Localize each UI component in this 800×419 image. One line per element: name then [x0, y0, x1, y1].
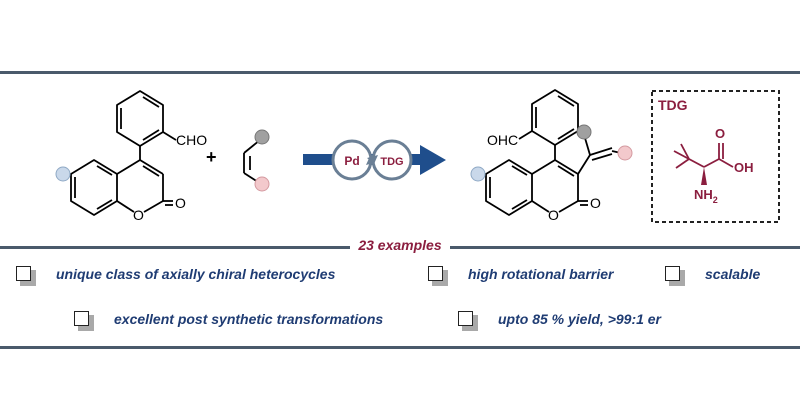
- substituent-sphere-blue: [55, 166, 71, 182]
- ring-oxygen-label: O: [133, 207, 144, 223]
- examples-count: 23 examples: [0, 237, 800, 253]
- feature-item: unique class of axially chiral heterocyc…: [16, 266, 336, 286]
- feature-item: scalable: [665, 266, 761, 286]
- product-carbonyl-oxygen-label: O: [590, 195, 601, 211]
- substituent-sphere-grey: [254, 129, 270, 145]
- feature-item: high rotational barrier: [428, 266, 614, 286]
- ohc-label: OHC: [487, 132, 518, 148]
- product-sphere-pink: [617, 145, 633, 161]
- cho-label: CHO: [176, 132, 207, 148]
- feature-item: excellent post synthetic transformations: [74, 311, 384, 331]
- feature-text: upto 85 % yield, >99:1 er: [498, 311, 662, 327]
- checkbox-icon: [16, 266, 36, 286]
- feature-text: unique class of axially chiral heterocyc…: [56, 266, 336, 282]
- reactant-alkyne: [243, 139, 261, 183]
- checkbox-icon: [428, 266, 448, 286]
- product-ring-oxygen-label: O: [548, 207, 559, 223]
- tdg-cycle: TDG: [367, 139, 413, 181]
- tdg-nh2-label: NH2: [694, 187, 718, 205]
- tdg-box-title: TDG: [658, 97, 688, 113]
- tdg-box: [651, 90, 780, 223]
- substituent-sphere-pink: [254, 176, 270, 192]
- tdg-oh-label: OH: [734, 160, 754, 175]
- product-sphere-blue: [470, 166, 486, 182]
- checkbox-icon: [458, 311, 478, 331]
- plus-sign: +: [206, 147, 217, 167]
- carbonyl-oxygen-label: O: [175, 195, 186, 211]
- feature-text: high rotational barrier: [468, 266, 614, 282]
- feature-text: excellent post synthetic transformations: [114, 311, 384, 327]
- product-sphere-grey: [576, 124, 592, 140]
- tdg-oxygen-label: O: [715, 126, 725, 141]
- checkbox-icon: [74, 311, 94, 331]
- tdg-cycle-label: TDG: [380, 156, 403, 168]
- top-rule: [0, 71, 800, 74]
- bottom-rule: [0, 346, 800, 349]
- checkbox-icon: [665, 266, 685, 286]
- feature-text: scalable: [705, 266, 761, 282]
- tert-leucine-structure: [673, 143, 734, 169]
- pd-label: Pd: [344, 154, 359, 168]
- feature-item: upto 85 % yield, >99:1 er: [458, 311, 662, 331]
- reactant-coumarin: [70, 90, 177, 216]
- wedge-bond: [701, 167, 707, 185]
- reaction-scheme: CHO O O + Pd TDG: [55, 89, 780, 223]
